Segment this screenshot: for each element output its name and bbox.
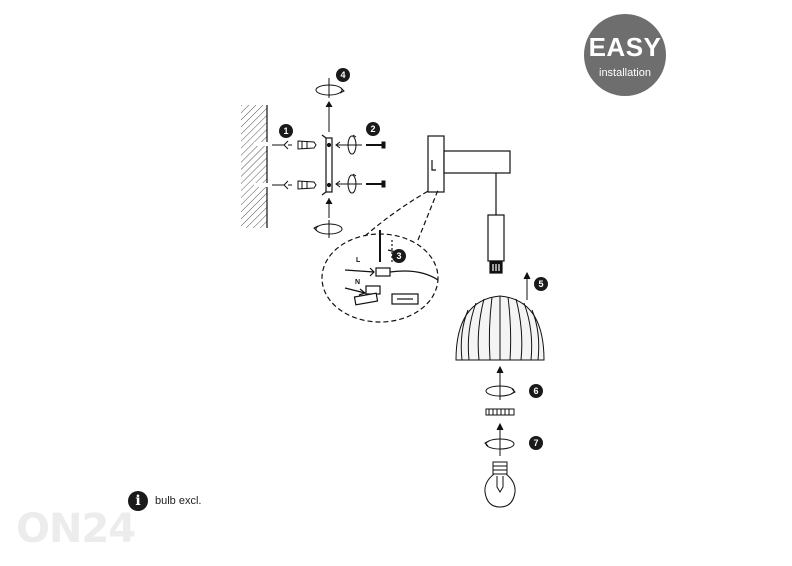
ring-rotation	[485, 365, 516, 400]
wire-label-live: L	[356, 257, 361, 264]
mounting-bracket	[321, 134, 333, 196]
svg-text:5: 5	[538, 279, 543, 289]
svg-text:7: 7	[533, 438, 538, 448]
easy-installation-badge: EASY installation	[584, 14, 666, 96]
step-marker-5: 5	[534, 277, 548, 291]
bulb-note-text: bulb excl.	[155, 495, 202, 507]
svg-text:2: 2	[370, 124, 375, 134]
lamp-arm	[427, 135, 511, 274]
step-marker-7: 7	[529, 436, 543, 450]
svg-text:1: 1	[283, 126, 288, 136]
step-marker-6: 6	[529, 384, 543, 398]
wire-label-neutral: N	[355, 279, 360, 286]
lamp-shade	[455, 295, 545, 361]
wall	[241, 105, 270, 228]
svg-text:6: 6	[533, 386, 538, 396]
wall-plugs	[272, 140, 317, 190]
badge-subtitle: installation	[599, 67, 651, 79]
svg-text:4: 4	[340, 70, 345, 80]
shade-lift-arrow	[523, 271, 531, 300]
bracket-screw-rotation-bottom	[313, 198, 343, 238]
wiring-detail	[321, 189, 439, 323]
badge-title: EASY	[588, 32, 662, 62]
svg-text:3: 3	[396, 251, 401, 261]
bracket-screw-rotation-top	[315, 78, 345, 132]
screws	[335, 134, 386, 194]
bulb-note: i bulb excl.	[128, 490, 201, 512]
step-marker-3: 3	[392, 249, 406, 263]
step-marker-1: 1	[279, 124, 293, 138]
info-icon: i	[128, 491, 148, 511]
bulb-rotation	[484, 422, 515, 456]
step-marker-2: 2	[366, 122, 380, 136]
shade-ring	[485, 408, 515, 416]
watermark: ON24	[16, 506, 136, 552]
step-marker-4: 4	[336, 68, 350, 82]
bulb	[484, 461, 516, 508]
